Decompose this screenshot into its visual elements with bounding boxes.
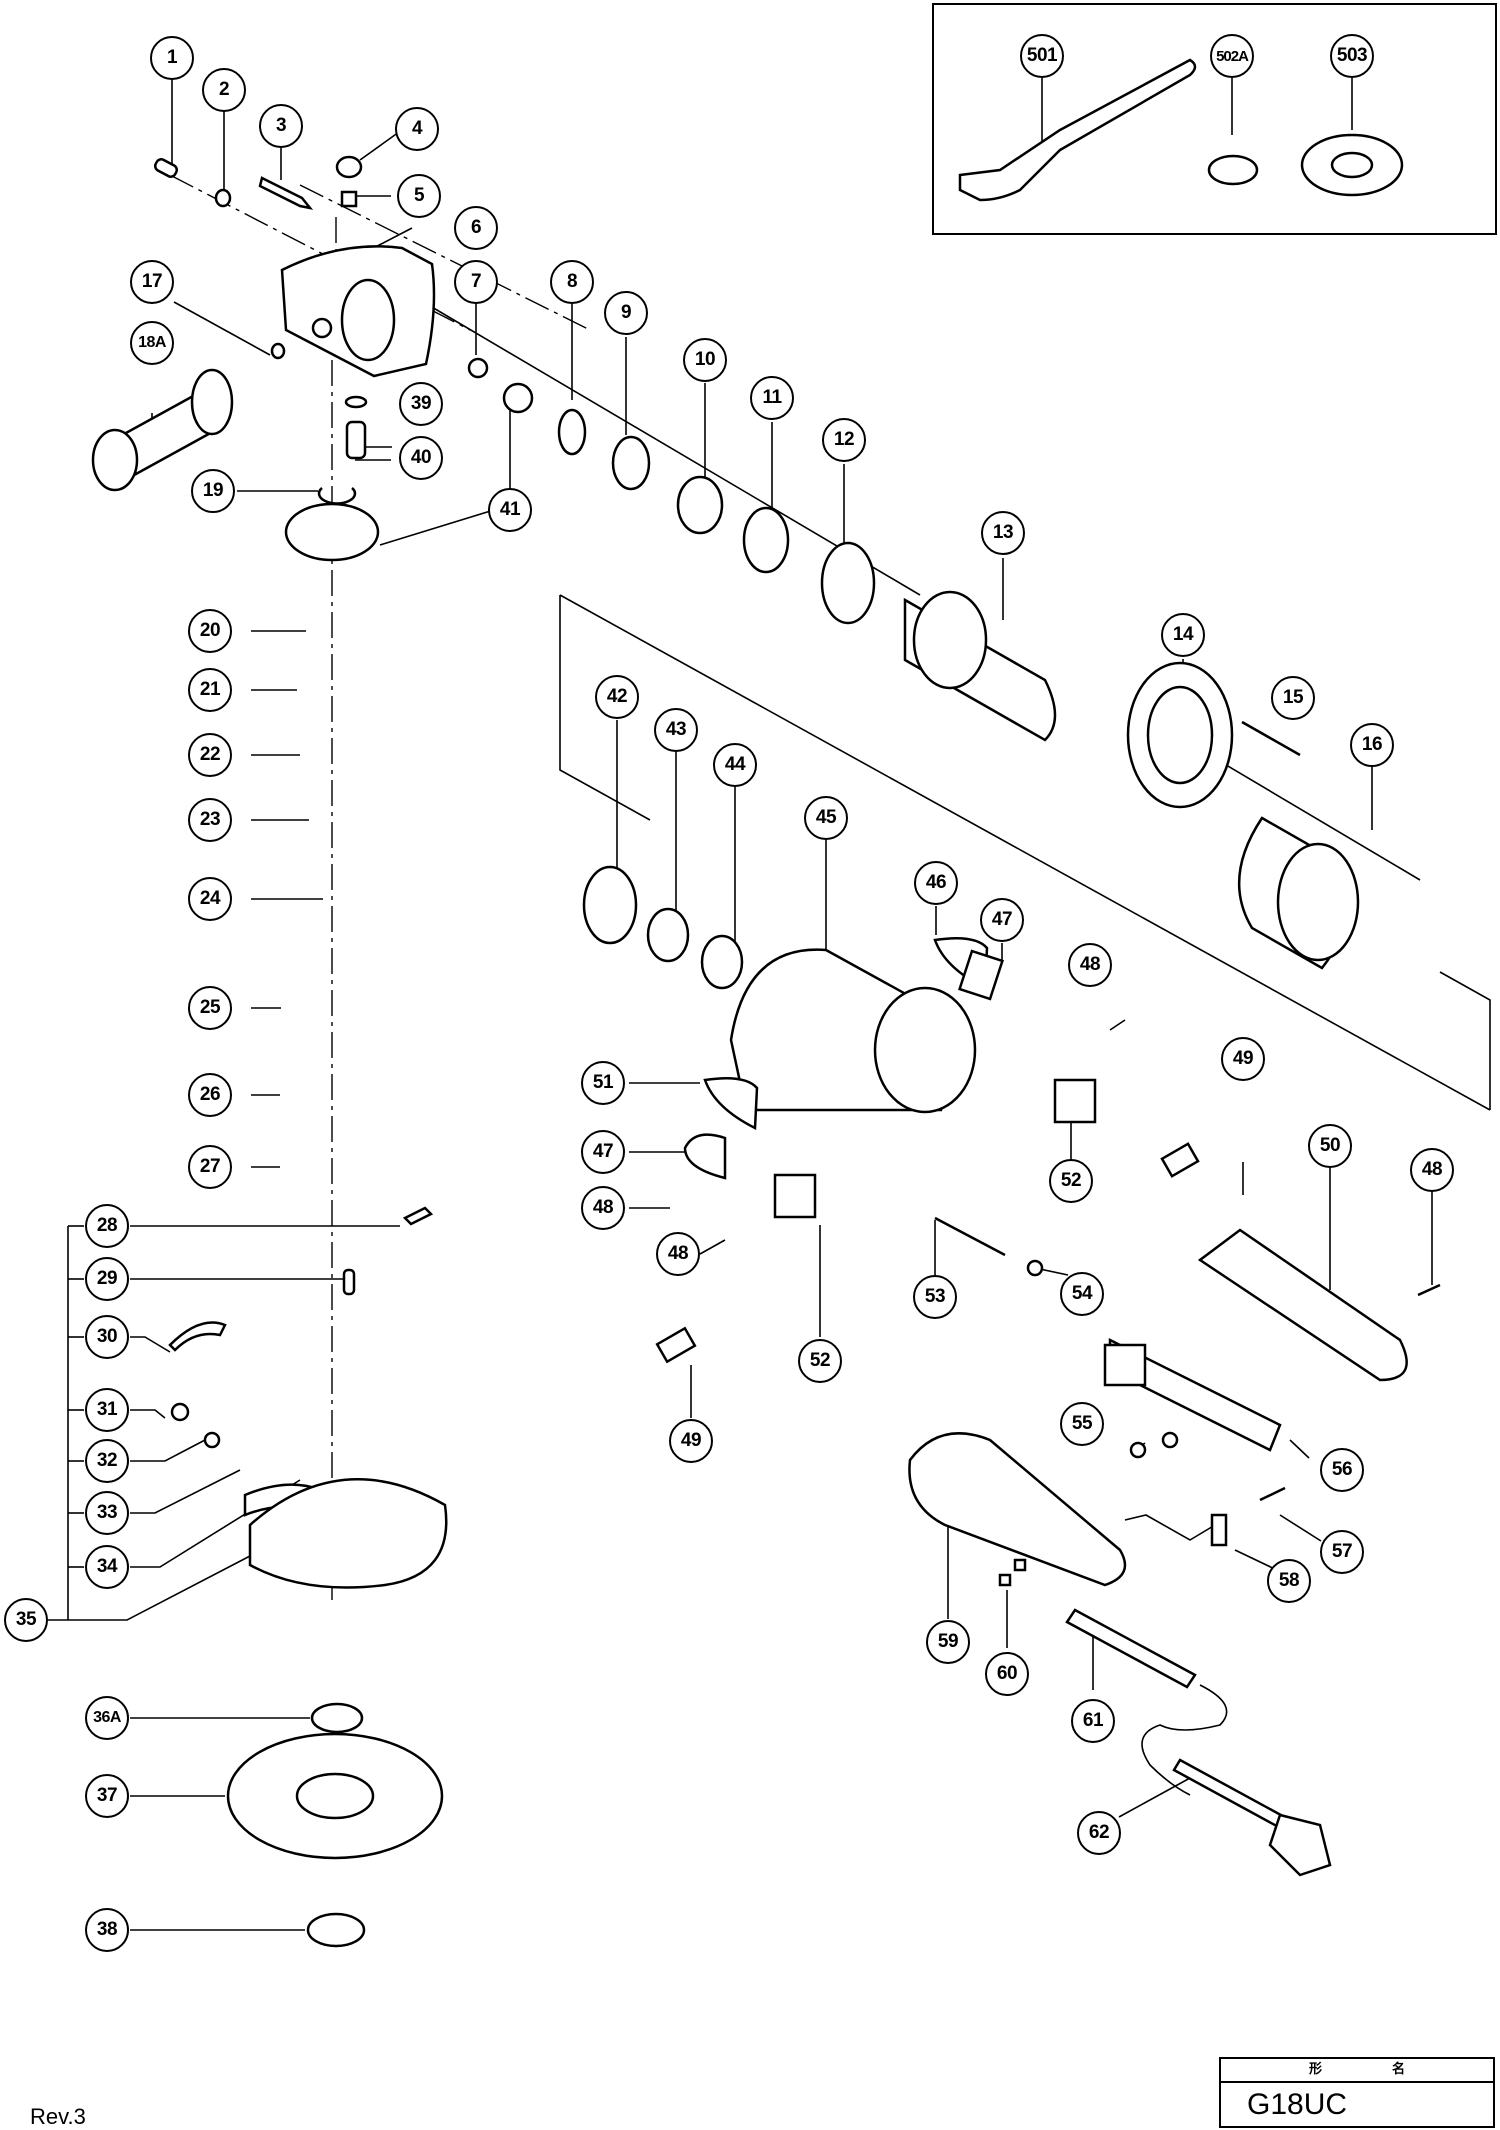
callout-49-bottom[interactable]: 49: [669, 1419, 713, 1463]
model-title-block: 形 名 G18UC: [1219, 2057, 1495, 2128]
revision-label: Rev.3: [30, 2104, 86, 2129]
callout-501[interactable]: 501: [1020, 34, 1064, 78]
callout-45[interactable]: 45: [804, 796, 848, 840]
model-header-char-1: 形: [1308, 2062, 1322, 2077]
callout-17[interactable]: 17: [130, 260, 174, 304]
parts: [91, 58, 1441, 1948]
callout-19[interactable]: 19: [191, 469, 235, 513]
callout-50[interactable]: 50: [1308, 1124, 1352, 1168]
callout-11[interactable]: 11: [750, 376, 794, 420]
callout-40[interactable]: 40: [399, 436, 443, 480]
callout-13[interactable]: 13: [981, 511, 1025, 555]
callout-20[interactable]: 20: [188, 609, 232, 653]
callout-5[interactable]: 5: [397, 174, 441, 218]
callout-30[interactable]: 30: [85, 1315, 129, 1359]
callout-18a[interactable]: 18A: [130, 321, 174, 365]
callout-54[interactable]: 54: [1060, 1272, 1104, 1316]
callout-48-housing[interactable]: 48: [1068, 943, 1112, 987]
callout-62[interactable]: 62: [1077, 1811, 1121, 1855]
callout-35[interactable]: 35: [4, 1598, 48, 1642]
callout-41[interactable]: 41: [488, 488, 532, 532]
callout-26[interactable]: 26: [188, 1073, 232, 1117]
model-name: G18UC: [1247, 2088, 1348, 2121]
callout-503[interactable]: 503: [1330, 34, 1374, 78]
callout-44[interactable]: 44: [713, 743, 757, 787]
callout-502a[interactable]: 502A: [1210, 34, 1254, 78]
callout-21[interactable]: 21: [188, 668, 232, 712]
callout-47-bottom[interactable]: 47: [581, 1130, 625, 1174]
callout-16[interactable]: 16: [1350, 723, 1394, 767]
callout-14[interactable]: 14: [1161, 613, 1205, 657]
callout-38[interactable]: 38: [85, 1908, 129, 1952]
callout-49-top[interactable]: 49: [1221, 1037, 1265, 1081]
callout-23[interactable]: 23: [188, 798, 232, 842]
callout-33[interactable]: 33: [85, 1491, 129, 1535]
callout-1[interactable]: 1: [150, 36, 194, 80]
callout-43[interactable]: 43: [654, 708, 698, 752]
callout-53[interactable]: 53: [913, 1275, 957, 1319]
callout-12[interactable]: 12: [822, 418, 866, 462]
callout-46[interactable]: 46: [914, 861, 958, 905]
callout-60[interactable]: 60: [985, 1652, 1029, 1696]
callout-28[interactable]: 28: [85, 1204, 129, 1248]
callout-47-top[interactable]: 47: [980, 898, 1024, 942]
callout-3[interactable]: 3: [259, 104, 303, 148]
callout-25[interactable]: 25: [188, 986, 232, 1030]
callout-42[interactable]: 42: [595, 675, 639, 719]
callout-56[interactable]: 56: [1320, 1448, 1364, 1492]
callout-32[interactable]: 32: [85, 1439, 129, 1483]
callout-61[interactable]: 61: [1071, 1699, 1115, 1743]
callout-2[interactable]: 2: [202, 68, 246, 112]
callout-15[interactable]: 15: [1271, 676, 1315, 720]
callout-29[interactable]: 29: [85, 1257, 129, 1301]
callout-52-top[interactable]: 52: [1049, 1159, 1093, 1203]
callout-10[interactable]: 10: [683, 338, 727, 382]
callout-52-bottom[interactable]: 52: [798, 1339, 842, 1383]
callout-36a[interactable]: 36A: [85, 1696, 129, 1740]
callout-4[interactable]: 4: [395, 107, 439, 151]
callout-59[interactable]: 59: [926, 1620, 970, 1664]
callout-7[interactable]: 7: [454, 260, 498, 304]
callout-31[interactable]: 31: [85, 1388, 129, 1432]
model-header-char-2: 名: [1392, 2062, 1406, 2077]
callout-37[interactable]: 37: [85, 1774, 129, 1818]
callout-9[interactable]: 9: [604, 291, 648, 335]
callout-22[interactable]: 22: [188, 733, 232, 777]
callout-51[interactable]: 51: [581, 1061, 625, 1105]
callout-34[interactable]: 34: [85, 1545, 129, 1589]
callout-48-right[interactable]: 48: [1410, 1148, 1454, 1192]
callout-24[interactable]: 24: [188, 877, 232, 921]
callout-48-center[interactable]: 48: [656, 1232, 700, 1276]
model-header: 形 名: [1221, 2059, 1493, 2083]
callout-39[interactable]: 39: [399, 382, 443, 426]
callout-57[interactable]: 57: [1320, 1530, 1364, 1574]
callout-55[interactable]: 55: [1060, 1402, 1104, 1446]
callout-48-left[interactable]: 48: [581, 1186, 625, 1230]
callout-8[interactable]: 8: [550, 260, 594, 304]
accessories-panel: [932, 3, 1497, 235]
callout-58[interactable]: 58: [1267, 1559, 1311, 1603]
callout-27[interactable]: 27: [188, 1145, 232, 1189]
callout-6[interactable]: 6: [454, 206, 498, 250]
